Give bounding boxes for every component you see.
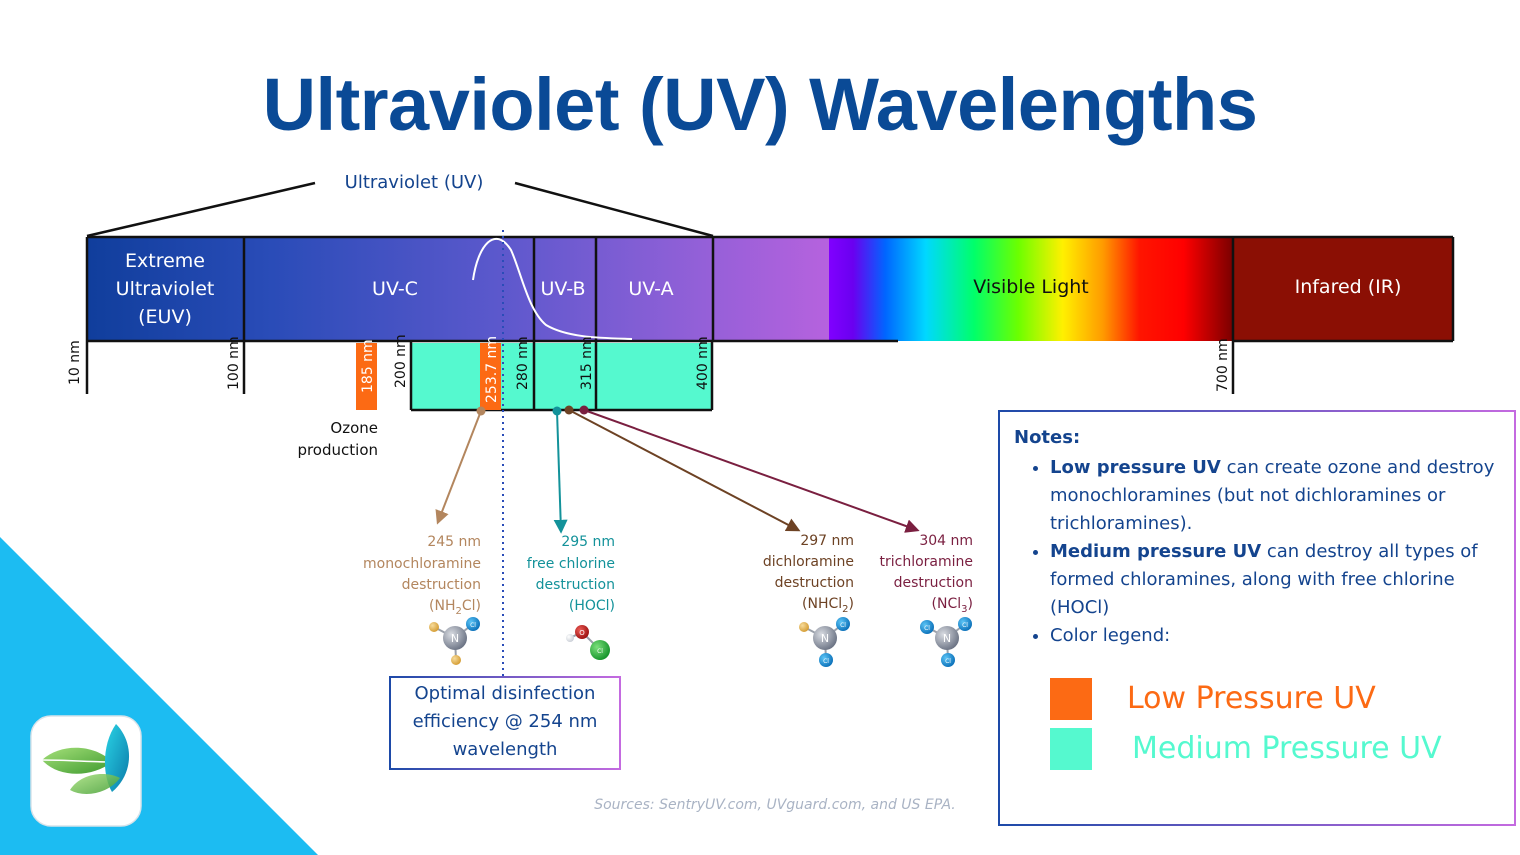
note-low-pressure-text: can create ozone and destroy monochloram… [1050,457,1495,534]
optimal-line1: Optimal disinfection [414,683,596,704]
ozone-label-line1: Ozone [330,419,378,437]
svg-text:O: O [579,629,585,637]
free-chlorine-destruction: destruction [536,577,615,593]
tick-315nm: 315 nm [579,336,595,390]
app-logo-icon [30,715,142,827]
uv-bracket-left-line [86,181,316,238]
dichloramine-wavelength: 297 nm [800,533,854,549]
hocl-molecule-icon: O Cl [566,625,610,660]
ozone-label-line2: production [297,441,378,459]
low-pressure-253-bar [480,343,501,410]
euv-label-line2: Ultraviolet [116,278,215,300]
euv-label-line3: (EUV) [138,306,192,328]
tick-280nm: 280 nm [515,336,531,390]
legend-medium-pressure: Medium Pressure UV [1050,728,1442,770]
dichloramine-formula: (NHCl2) [802,596,854,615]
visible-light-bar [829,237,1232,341]
legend-low-pressure: Low Pressure UV [1050,678,1376,720]
notes-panel: Notes: Low pressure UV can create ozone … [998,410,1516,826]
uva-label: UV-A [628,278,673,300]
sources-text: Sources: SentryUV.com, UVguard.com, and … [594,797,956,813]
arrow-dichloramine [568,409,801,532]
svg-text:Cl: Cl [924,625,930,632]
trichloramine-name: trichloramine [879,554,973,570]
notes-title: Notes: [1014,427,1081,448]
monochloramine-molecule-icon: N Cl [429,617,480,665]
note-medium-pressure-bold: Medium pressure UV [1050,541,1262,562]
svg-text:N: N [943,632,951,645]
note-low-pressure: Low pressure UV can create ozone and des… [1050,454,1500,538]
trichloramine-formula: (NCl3) [932,596,973,615]
dichloramine-molecule-icon: N Cl Cl [799,617,850,667]
legend-medium-pressure-label: Medium Pressure UV [1132,731,1442,766]
page-title: Ultraviolet (UV) Wavelengths [262,63,1258,146]
svg-text:N: N [451,632,459,645]
tick-400nm: 400 nm [695,336,711,390]
svg-text:Cl: Cl [597,648,603,655]
tick-100nm: 100 nm [226,336,242,390]
arrow-trichloramine [583,409,920,533]
dichloramine-destruction: destruction [775,575,854,591]
note-medium-pressure-text: can destroy all types of formed chlorami… [1050,541,1478,618]
notes-list: Low pressure UV can create ozone and des… [1014,454,1500,650]
free-chlorine-name: free chlorine [527,556,615,572]
svg-text:Cl: Cl [840,622,846,629]
svg-text:Cl: Cl [823,658,829,665]
tick-185nm: 185 nm [360,339,376,393]
svg-text:Cl: Cl [945,658,951,665]
optimal-line2: efficiency @ 254 nm [412,711,598,732]
uvc-label: UV-C [372,278,418,300]
svg-text:Cl: Cl [962,622,968,629]
infrared-label: Infared (IR) [1295,276,1402,298]
legend-low-pressure-swatch [1050,678,1092,720]
note-color-legend-text: Color legend: [1050,625,1171,646]
dichloramine-name: dichloramine [763,554,854,570]
annotation-trichloramine: 304 nm trichloramine destruction (NCl3) [879,533,973,615]
infrared-bar [1234,237,1453,341]
trichloramine-molecule-icon: N Cl Cl Cl [920,617,972,667]
tick-10nm: 10 nm [67,340,83,385]
free-chlorine-wavelength: 295 nm [561,534,615,550]
legend-low-pressure-label: Low Pressure UV [1127,681,1376,716]
medium-pressure-region [411,343,712,410]
note-medium-pressure: Medium pressure UV can destroy all types… [1050,538,1500,622]
trichloramine-destruction: destruction [894,575,973,591]
optimal-efficiency-box: Optimal disinfection efficiency @ 254 nm… [389,676,621,770]
note-color-legend: Color legend: [1050,622,1500,650]
wavelength-ticks [85,237,1235,410]
svg-text:Cl: Cl [470,622,476,629]
trichloramine-wavelength: 304 nm [919,533,973,549]
free-chlorine-formula: (HOCl) [569,598,615,614]
germicidal-curve [472,237,633,340]
uv-band-bar [87,237,830,341]
annotation-free-chlorine: 295 nm free chlorine destruction (HOCl) [527,534,615,614]
uv-bracket-right-line [514,181,714,238]
monochloramine-name: monochloramine [363,556,481,572]
svg-text:N: N [821,632,829,645]
monochloramine-formula: (NH2Cl) [429,598,481,617]
legend-medium-pressure-swatch [1050,728,1092,770]
monochloramine-destruction: destruction [402,577,481,593]
visible-light-label: Visible Light [973,276,1089,298]
tick-253nm: 253.7 nm [484,336,500,403]
annotation-monochloramine: 245 nm monochloramine destruction (NH2Cl… [363,534,481,617]
uvb-label: UV-B [540,278,585,300]
uv-bracket-label: Ultraviolet (UV) [345,172,484,193]
optimal-line3: wavelength [452,739,558,760]
tick-700nm: 700 nm [1215,338,1231,392]
tick-200nm: 200 nm [393,334,409,388]
note-low-pressure-bold: Low pressure UV [1050,457,1221,478]
euv-label-line1: Extreme [125,250,205,272]
low-pressure-185-bar [356,343,377,410]
annotation-dichloramine: 297 nm dichloramine destruction (NHCl2) [763,533,854,615]
arrow-free-chlorine [553,410,568,534]
arrow-monochloramine [435,410,482,525]
monochloramine-wavelength: 245 nm [427,534,481,550]
